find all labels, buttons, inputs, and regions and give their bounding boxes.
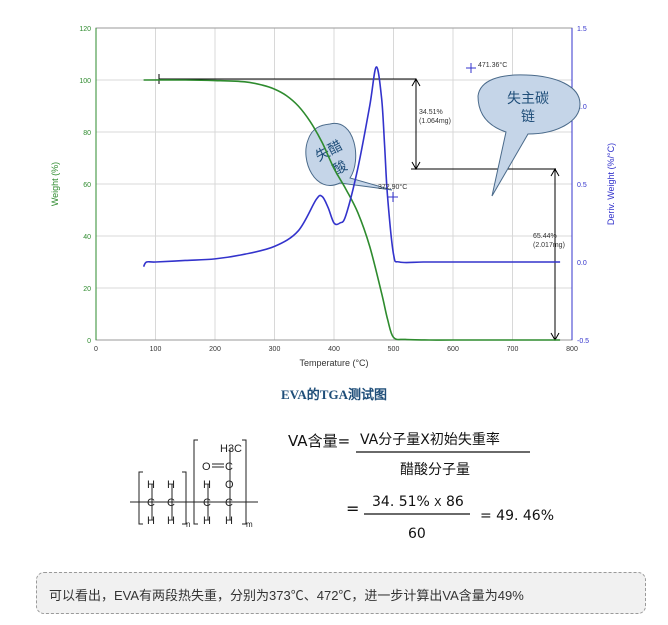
x-tick-0: 0 [94, 346, 98, 353]
series-layer [142, 66, 561, 341]
h-3: H [203, 479, 211, 491]
formula-num2a: 34. 51% [372, 494, 430, 510]
peak-markers [388, 63, 476, 202]
c-4: C [225, 497, 233, 509]
arrow-up-step2 [550, 167, 560, 177]
formula-denominator: 醋酸分子量 [400, 462, 470, 478]
formula-result: = 49. 46% [480, 508, 554, 524]
bubble-main-chain: 失主碳 链 [477, 74, 581, 197]
peak1-marker [388, 192, 398, 202]
c-3: C [203, 497, 211, 509]
formula-numerator: VA分子量X初始失重率 [360, 431, 500, 448]
x-tick-200: 200 [209, 346, 221, 353]
y-axis-label: Weight (%) [50, 162, 60, 206]
y2-tick-1.5: 1.5 [577, 26, 587, 33]
h-6: H [203, 515, 211, 527]
bubble1-line2: 酸 [330, 158, 350, 179]
step2-mass: (2.017mg) [533, 242, 565, 249]
x-tick-100: 100 [150, 346, 162, 353]
y-tick-0: 0 [87, 338, 91, 345]
step1-percent: 34.51% [419, 109, 443, 116]
y-tick-100: 100 [79, 78, 91, 85]
y2-tick-0.5: 0.5 [577, 182, 587, 189]
arrow-down-step1 [411, 161, 421, 171]
h-5: H [167, 515, 175, 527]
step2-percent: 65.44% [533, 233, 557, 240]
va-content-formula: H H H H H H H C C C C O O C H3C n m VA含量… [130, 431, 554, 542]
c-1: C [147, 497, 155, 509]
y2-tick-0.0: 0.0 [577, 260, 587, 267]
h-7: H [225, 515, 233, 527]
x-axis-label: Temperature (°C) [299, 358, 368, 368]
x-tick-300: 300 [269, 346, 281, 353]
x-tick-500: 500 [388, 346, 400, 353]
y-tick-labels: 0 20 40 60 80 100 120 [79, 26, 91, 345]
bubble-acetic-acid: 失醋 酸 [305, 123, 393, 191]
bracket-n-right [182, 471, 187, 525]
chart-caption: EVA的TGA测试图 [281, 387, 387, 402]
h-4: H [147, 515, 155, 527]
x-tick-700: 700 [507, 346, 519, 353]
y-tick-60: 60 [83, 182, 91, 189]
x-tick-400: 400 [328, 346, 340, 353]
formula-num2b: 86 [446, 494, 464, 510]
y2-tick--0.5: -0.5 [577, 338, 589, 345]
y-tick-40: 40 [83, 234, 91, 241]
x-tick-800: 800 [566, 346, 578, 353]
bracket-m-left [193, 439, 198, 525]
eva-structure: H H H H H H H C C C C O O C H3C n m [130, 439, 258, 529]
bracket-n-left [138, 471, 143, 525]
annotation-labels: 372.90°C 471.36°C 34.51% (1.064mg) 65.44… [378, 61, 565, 249]
sub-m: m [246, 520, 253, 529]
formula-lhs: VA含量= [288, 432, 350, 450]
formula-den2: 60 [408, 526, 426, 542]
step1-mass: (1.064mg) [419, 118, 451, 125]
bubble2-line2: 链 [521, 109, 535, 125]
h-1: H [147, 479, 155, 491]
c-carbonyl: C [225, 461, 233, 473]
formula-times: X [434, 496, 442, 509]
formula-text: VA含量= VA分子量X初始失重率 醋酸分子量 = 34. 51% X 86 6… [288, 431, 554, 542]
c-2: C [167, 497, 175, 509]
ch3-label: H3C [220, 443, 242, 455]
arrow-up-step1 [411, 77, 421, 87]
peak2-label: 471.36°C [478, 61, 507, 69]
conclusion-note: 可以看出，EVA有两段热失重，分别为373℃、472℃，进一步计算出VA含量为4… [36, 572, 646, 614]
x-tick-600: 600 [447, 346, 459, 353]
bubble2-line1: 失主碳 [507, 91, 549, 107]
bracket-m-right [242, 439, 247, 525]
peak1-label: 372.90°C [378, 183, 407, 191]
y2-axis-label: Deriv. Weight (%/°C) [606, 143, 616, 225]
tga-chart: 0 100 200 300 400 500 600 700 800 0 20 40 60 80 100 12… [50, 26, 616, 368]
y-tick-120: 120 [79, 26, 91, 33]
y-tick-20: 20 [83, 286, 91, 293]
y2-tick-labels: -0.5 0.0 0.5 1.0 1.5 [577, 26, 589, 345]
y2-tick-1.0: 1.0 [577, 104, 587, 111]
h-2: H [167, 479, 175, 491]
x-tick-labels: 0 100 200 300 400 500 600 700 800 [94, 346, 578, 353]
series-deriv-weight-line [142, 66, 561, 268]
formula-eq2: = [346, 499, 359, 518]
sub-n: n [186, 520, 190, 529]
o-ester: O [225, 479, 234, 491]
o-carbonyl: O [202, 461, 211, 473]
y-tick-80: 80 [83, 130, 91, 137]
series-weight-line [143, 79, 561, 341]
peak2-marker [466, 63, 476, 73]
